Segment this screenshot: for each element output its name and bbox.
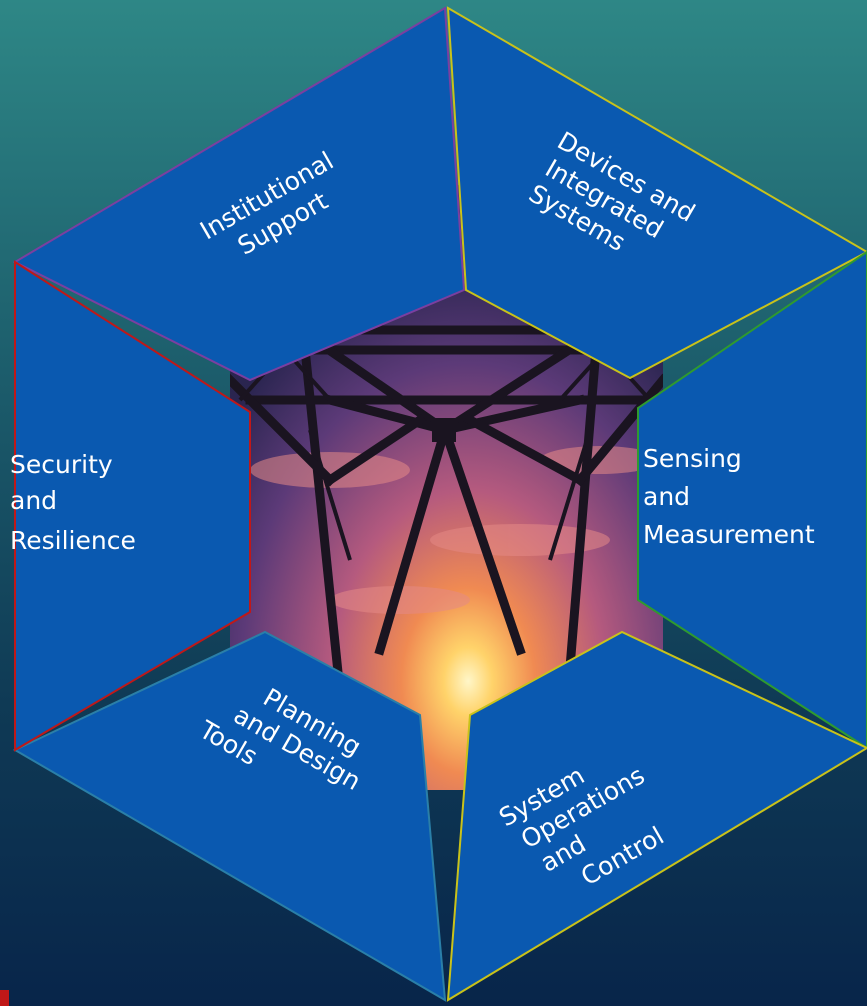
segment-security-resilience[interactable] bbox=[14, 260, 251, 752]
segment-sensing-measurement[interactable] bbox=[637, 250, 867, 750]
segment-planning-design-tools[interactable] bbox=[12, 630, 447, 1002]
label-line: and bbox=[10, 486, 57, 515]
segment-devices-integrated-systems[interactable] bbox=[446, 6, 867, 380]
label-sensing-measurement: Sensing and Measurement bbox=[643, 444, 815, 549]
label-security-resilience: Security and Resilience bbox=[10, 450, 136, 555]
segment-system-operations-control[interactable] bbox=[446, 630, 867, 1002]
label-line: Measurement bbox=[643, 520, 815, 549]
segment-institutional-support[interactable] bbox=[12, 6, 466, 382]
label-line: Security bbox=[10, 450, 113, 479]
label-line: Resilience bbox=[10, 526, 136, 555]
label-line: Sensing bbox=[643, 444, 742, 473]
corner-marker bbox=[0, 990, 9, 1006]
label-line: and bbox=[643, 482, 690, 511]
